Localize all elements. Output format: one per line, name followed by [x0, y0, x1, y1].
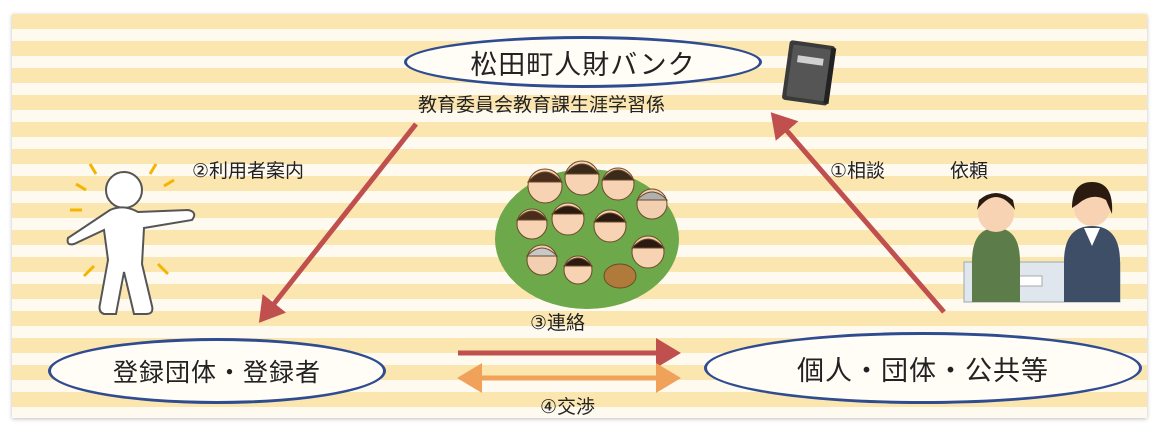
bank-name: 松田町人財バンク — [470, 49, 696, 81]
clients-ellipse: 個人・団体・公共等 — [704, 332, 1142, 404]
book-icon — [782, 40, 837, 106]
clients-label: 個人・団体・公共等 — [797, 355, 1049, 387]
step-request-label: 依頼 — [950, 160, 989, 182]
arrow-consult — [770, 112, 946, 314]
step-contact-label: ③連絡 — [530, 312, 586, 334]
step-negotiate-label: ④交渉 — [540, 396, 596, 418]
consultation-illustration — [963, 182, 1121, 303]
step-consult-label: ①相談 — [830, 160, 886, 182]
bank-ellipse: 松田町人財バンク — [404, 36, 762, 88]
step-guide-label: ②利用者案内 — [192, 160, 305, 182]
person-thinking-icon — [66, 163, 196, 315]
crowd-illustration — [495, 160, 679, 309]
diagram-graphics — [66, 40, 1121, 393]
bank-department: 教育委員会教育課生涯学習係 — [418, 94, 666, 116]
registered-label: 登録団体・登録者 — [112, 358, 321, 387]
diagram-frame: 松田町人財バンク 教育委員会教育課生涯学習係 ②利用者案内 ①相談 依頼 ③連絡… — [12, 14, 1147, 418]
arrow-guide — [258, 122, 418, 323]
registered-ellipse: 登録団体・登録者 — [48, 338, 386, 404]
